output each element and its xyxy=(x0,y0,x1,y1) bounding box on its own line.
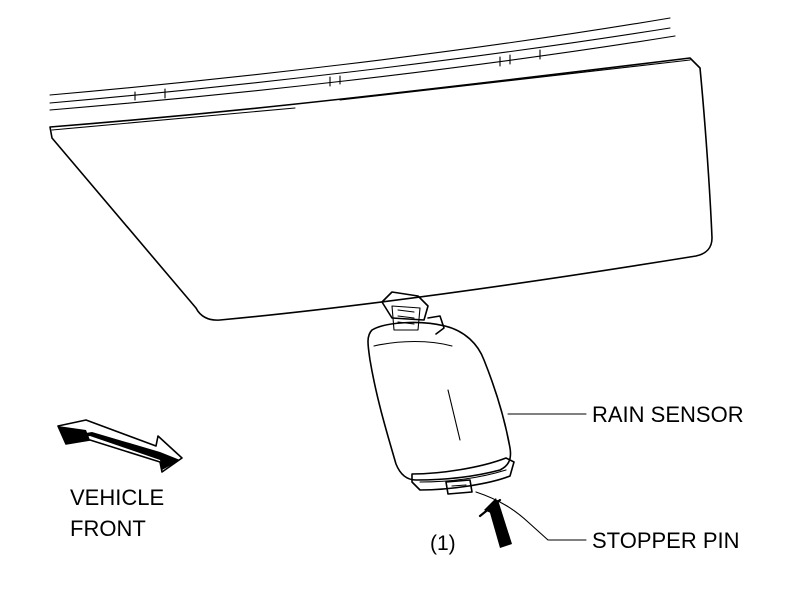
vehicle-front-label-line2: FRONT xyxy=(70,516,146,541)
rain-sensor-label: RAIN SENSOR xyxy=(592,402,744,427)
rain-sensor xyxy=(367,291,515,491)
windshield-panel xyxy=(49,17,713,321)
vehicle-front-arrow-icon xyxy=(57,419,183,473)
step-number-label: (1) xyxy=(430,532,456,555)
stopper-pin xyxy=(445,479,473,495)
stopper-pin-leader-line xyxy=(475,491,587,541)
stopper-pin-label: STOPPER PIN xyxy=(592,528,740,553)
push-arrow xyxy=(478,498,512,548)
vehicle-front-label-line1: VEHICLE xyxy=(70,485,164,510)
